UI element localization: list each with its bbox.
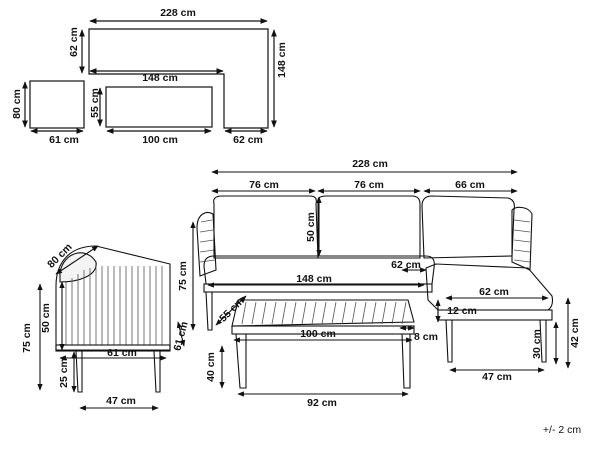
front-ottoman-leg-span: 47 cm [482,371,512,383]
front-left-arm-rope [199,219,216,263]
front-total-width: 228 cm [352,158,388,170]
front-chaise-leg-right [539,319,547,363]
plan-sofa-outline [88,28,269,129]
front-back-height: 50 cm [305,212,317,242]
front-table-leg-span: 92 cm [307,397,337,409]
plan-table [105,86,213,128]
plan-dimension-lines [22,18,277,134]
plan-right-width: 62 cm [233,134,263,146]
side-rope-slats [65,266,163,345]
plan-right-depth: 148 cm [276,42,288,78]
front-chaise-cushion [425,263,554,311]
plan-top-width: 228 cm [160,7,196,19]
front-ottoman-top: 12 cm [447,305,477,317]
front-table-depth: 55 cm [217,295,247,325]
front-left-arm [196,211,217,277]
front-ottoman-leg: 30 cm [531,329,543,359]
front-view-sofa [196,195,554,389]
side-leg-left [75,350,83,393]
front-ottoman-width: 62 cm [479,286,509,298]
side-seat-width: 61 cm [107,347,137,359]
front-chaise-leg-left [445,319,453,363]
plan-top-depth: 62 cm [68,27,80,57]
front-seat-span: 148 cm [296,273,332,285]
front-chaise-inner: 62 cm [391,259,421,271]
front-table-top [231,299,415,327]
side-dimension-lines [37,245,186,411]
plan-view [29,28,269,129]
front-table-width: 100 cm [300,328,336,340]
side-61: 61 cm [171,320,190,352]
front-seat-cushion [203,255,435,285]
side-view-armchair [55,245,171,393]
side-seat-depth: 50 cm [40,303,52,333]
plan-chair-depth: 80 cm [11,89,23,119]
front-back-cushion-3 [421,195,515,259]
side-seat-base [55,344,171,352]
front-sofa-leg-left [205,291,213,331]
side-height: 75 cm [21,323,33,353]
front-back-cushion-1 [213,195,319,259]
front-seg2: 76 cm [354,179,384,191]
side-leg-height: 25 cm [58,358,70,388]
tolerance-note: +/- 2 cm [543,424,581,436]
front-seg3: 66 cm [455,179,485,191]
front-labels: 228 cm 76 cm 76 cm 66 cm 50 cm 75 cm 148… [177,158,581,409]
plan-table-width: 100 cm [142,134,178,146]
plan-table-depth: 55 cm [89,88,101,118]
front-table-leg-left [235,333,247,389]
front-table-slats [241,301,407,325]
front-dimension-lines [190,169,571,397]
side-leg-right [153,350,161,393]
front-back-cushion-2 [317,195,421,259]
front-table-leg-right [401,333,411,389]
front-table-height: 40 cm [205,352,217,382]
side-leg-span: 47 cm [106,395,136,407]
plan-inner-width: 148 cm [142,72,178,84]
front-seg1: 76 cm [249,179,279,191]
front-height: 75 cm [177,261,189,291]
front-ottoman-height: 42 cm [569,318,581,348]
plan-chair-width: 61 cm [49,134,79,146]
side-labels: 80 cm 50 cm 75 cm 61 cm 25 cm 47 cm 61 c… [21,241,191,407]
front-right-arm-rope [513,219,531,263]
plan-labels: 228 cm 62 cm 148 cm 148 cm 62 cm 55 cm 1… [11,7,288,146]
plan-chair [29,80,85,129]
front-right-arm [511,206,533,271]
front-table-leg-inset: 8 cm [414,331,438,343]
